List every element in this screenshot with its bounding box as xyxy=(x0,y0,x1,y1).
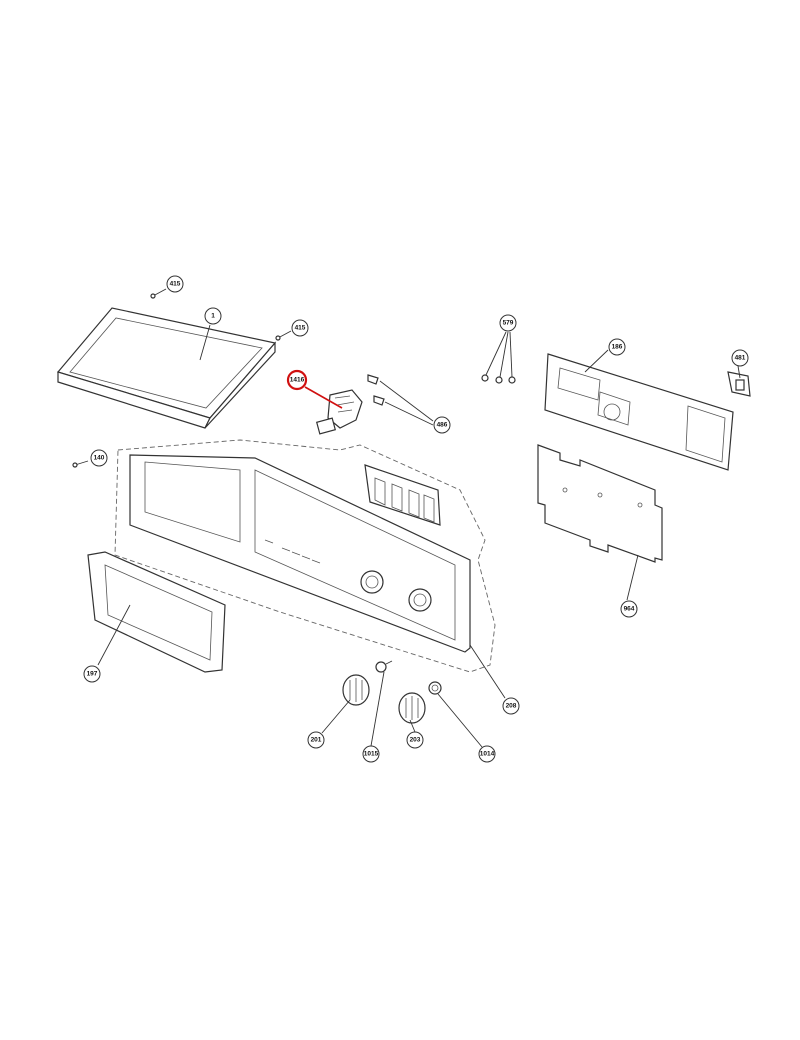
callout-1014[interactable]: 1014 xyxy=(478,745,496,763)
part-screw-415[interactable] xyxy=(150,288,292,341)
part-1014[interactable] xyxy=(428,681,442,695)
part-screw-140[interactable] xyxy=(72,460,89,468)
callout-415[interactable]: 415 xyxy=(166,275,184,293)
part-screw-486[interactable] xyxy=(367,374,385,406)
callout-1416-highlighted[interactable]: 1416 xyxy=(286,369,308,391)
callout-201[interactable]: 201 xyxy=(307,731,325,749)
callout-486[interactable]: 486 xyxy=(433,416,451,434)
svg-text:140: 140 xyxy=(94,455,105,462)
svg-text:203: 203 xyxy=(410,737,421,744)
callout-1015[interactable]: 1015 xyxy=(362,745,380,763)
callout-203[interactable]: 203 xyxy=(406,731,424,749)
callout-186[interactable]: 186 xyxy=(608,338,626,356)
part-drawer-front[interactable] xyxy=(87,551,226,673)
svg-text:415: 415 xyxy=(295,325,306,332)
part-bracket-481[interactable] xyxy=(727,371,751,397)
callout-415-right[interactable]: 415 xyxy=(291,319,309,337)
callout-579[interactable]: 579 xyxy=(499,314,517,332)
assembly-outline xyxy=(114,439,496,673)
part-control-board[interactable] xyxy=(544,353,734,471)
part-screw-579[interactable] xyxy=(481,374,516,384)
leader-lines xyxy=(97,324,741,748)
callout-1[interactable]: 1 xyxy=(204,307,222,325)
part-insulation-964[interactable] xyxy=(537,444,663,563)
part-control-panel[interactable] xyxy=(129,454,471,653)
svg-text:197: 197 xyxy=(87,671,98,678)
svg-text:1: 1 xyxy=(211,313,215,320)
svg-text:201: 201 xyxy=(311,737,322,744)
svg-text:186: 186 xyxy=(612,344,623,351)
callout-208[interactable]: 208 xyxy=(502,697,520,715)
part-1015[interactable] xyxy=(375,660,393,673)
callout-481[interactable]: 481 xyxy=(731,349,749,367)
svg-text:486: 486 xyxy=(437,422,448,429)
svg-text:415: 415 xyxy=(170,281,181,288)
part-knob-203[interactable] xyxy=(398,692,426,724)
part-knob-201[interactable] xyxy=(342,674,370,706)
part-top-cover[interactable] xyxy=(56,307,277,429)
callout-964[interactable]: 964 xyxy=(620,600,638,618)
callout-140[interactable]: 140 xyxy=(90,449,108,467)
svg-text:964: 964 xyxy=(624,606,635,613)
svg-text:481: 481 xyxy=(735,355,746,362)
svg-text:1015: 1015 xyxy=(364,751,379,758)
part-interface-board[interactable] xyxy=(364,464,441,526)
svg-text:579: 579 xyxy=(503,320,514,327)
svg-text:1416: 1416 xyxy=(290,377,305,384)
svg-text:1014: 1014 xyxy=(480,751,495,758)
svg-text:208: 208 xyxy=(506,703,517,710)
callout-197[interactable]: 197 xyxy=(83,665,101,683)
part-1416[interactable] xyxy=(315,389,363,435)
